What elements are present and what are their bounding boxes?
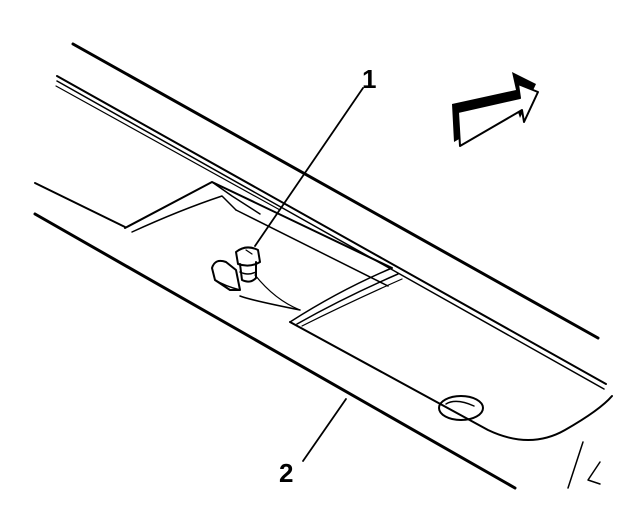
slot-hole (438, 395, 484, 421)
fastener (211, 246, 261, 291)
leader-line-2 (302, 398, 347, 462)
leader-line-1 (254, 87, 364, 247)
callout-1: 1 (362, 64, 377, 94)
upper-rail (55, 42, 607, 390)
front-arrow-icon (452, 72, 539, 147)
opening (124, 181, 403, 327)
callout-2: 2 (279, 458, 294, 488)
trim-panel (33, 182, 613, 490)
